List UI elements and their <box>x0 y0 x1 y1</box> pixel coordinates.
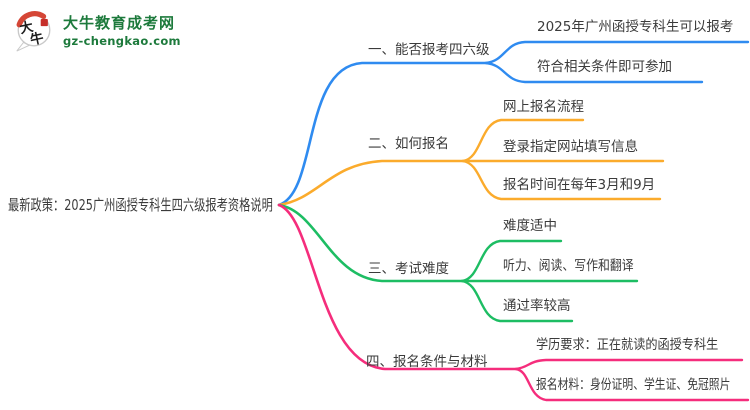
branch-2-child-2: 登录指定网站填写信息 <box>503 139 638 155</box>
branch-3-label: 三、考试难度 <box>368 261 449 277</box>
branch-4-label: 四、报名条件与材料 <box>366 354 488 370</box>
site-logo: 大 牛 大牛教育成考网 gz-chengkao.com <box>12 8 181 52</box>
site-url: gz-chengkao.com <box>63 34 181 48</box>
branch-4-trunk-line <box>277 203 518 371</box>
logo-bull-icon: 大 牛 <box>16 11 51 52</box>
branch-4-child-2-line <box>514 367 750 402</box>
branch-1-child-2: 符合相关条件即可参加 <box>537 59 672 75</box>
logo-text-block: 大牛教育成考网 gz-chengkao.com <box>63 12 181 48</box>
branch-4-lines <box>277 203 750 402</box>
branch-1-child-1: 2025年广州函授专科生可以报考 <box>537 19 734 35</box>
central-topic: 最新政策：2025广州函授专科生四六级报考资格说明 <box>8 196 273 214</box>
branch-2-child-1-line <box>461 118 585 163</box>
branch-2-child-3-line <box>461 159 662 201</box>
branch-4-child-1: 学历要求：正在就读的函授专科生 <box>536 337 719 353</box>
branch-3-child-3: 通过率较高 <box>503 298 571 314</box>
branch-4-child-2: 报名材料：身份证明、学生证、免冠照片 <box>536 377 731 393</box>
branch-2-child-1: 网上报名流程 <box>503 99 584 115</box>
site-name: 大牛教育成考网 <box>63 14 176 32</box>
branch-1-trunk-line <box>277 61 488 207</box>
branch-1-child-1-line <box>484 40 750 65</box>
branch-1-lines <box>277 40 750 207</box>
branch-3-child-3-line <box>460 279 574 323</box>
branch-1-child-2-line <box>484 61 704 84</box>
branch-3-lines <box>277 203 639 323</box>
logo-char-niu: 牛 <box>29 29 46 48</box>
branch-4-child-1-line <box>514 358 744 371</box>
branch-3-trunk-line <box>277 203 464 283</box>
branch-3-child-1: 难度适中 <box>503 218 557 234</box>
logo-red-cap <box>16 11 47 28</box>
branch-1-label: 一、能否报考四六级 <box>368 42 490 58</box>
logo-red-seal <box>40 19 48 27</box>
branch-2-lines <box>277 118 665 207</box>
branch-2-trunk-line <box>277 159 465 207</box>
logo-char-da: 大 <box>18 18 35 38</box>
branch-3-child-2: 听力、阅读、写作和翻译 <box>503 258 634 274</box>
branch-2-label: 二、如何报名 <box>368 136 449 152</box>
branch-2-child-3: 报名时间在每年3月和9月 <box>503 177 656 193</box>
branch-3-child-1-line <box>460 239 563 283</box>
